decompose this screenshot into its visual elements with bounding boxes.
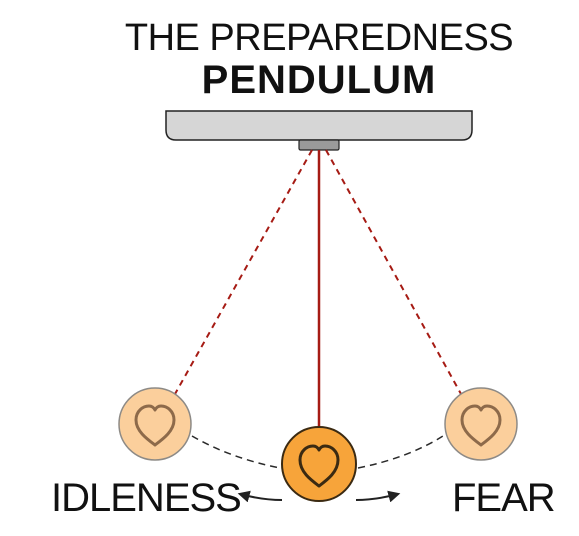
title-line-1: THE PREPAREDNESS (125, 17, 513, 59)
idleness-label: IDLENESS (51, 476, 241, 520)
heart-icon (460, 404, 502, 447)
center-bob (281, 426, 357, 502)
heart-icon (298, 444, 340, 488)
left-swing-string (174, 149, 313, 395)
left-curved-arrow-icon (237, 490, 283, 503)
left-swing-path (191, 435, 281, 469)
pendulum-mount (165, 110, 473, 141)
right-swing-string (325, 149, 462, 395)
right-curved-arrow-icon (355, 490, 401, 503)
pendulum-pivot (298, 139, 340, 151)
right-ghost-bob (444, 387, 518, 461)
fear-label: FEAR (452, 476, 555, 520)
right-swing-path (357, 435, 444, 469)
title-line-2: PENDULUM (202, 58, 437, 102)
left-ghost-bob (118, 387, 192, 461)
heart-icon (134, 404, 176, 447)
